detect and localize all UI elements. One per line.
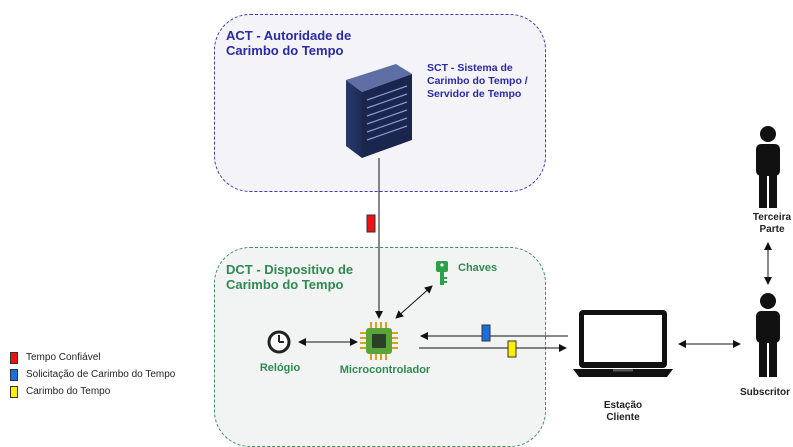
server-tower-icon <box>346 64 412 158</box>
timestamp-token <box>507 340 517 358</box>
legend-label: Carimbo do Tempo <box>26 386 111 397</box>
diagram-canvas <box>267 64 780 377</box>
act-title: ACT - Autoridade de Carimbo do Tempo <box>226 28 352 58</box>
request-token <box>481 324 491 342</box>
microcontroller-label: Microcontrolador <box>339 364 431 376</box>
legend-item-request: Solicitação de Carimbo do Tempo <box>10 368 175 381</box>
legend-swatch-blue <box>10 368 18 381</box>
dct-title: DCT - Dispositivo de Carimbo do Tempo <box>226 262 354 292</box>
third-party-person-icon <box>756 126 780 208</box>
clock-icon <box>267 330 291 354</box>
micro-keys-arrow <box>395 285 433 319</box>
microcontroller-chip-icon <box>360 322 398 360</box>
third-party-label: Terceira Parte <box>752 212 792 235</box>
legend-swatch-yellow <box>10 385 18 398</box>
legend-item-timestamp: Carimbo do Tempo <box>10 385 110 398</box>
legend-item-trusted-time: Tempo Confiável <box>10 351 100 364</box>
legend-label: Tempo Confiável <box>26 352 101 363</box>
sct-label: SCT - Sistema de Carimbo do Tempo / Serv… <box>427 62 528 100</box>
client-station-label: Estação Cliente <box>603 400 643 423</box>
subscriber-label: Subscritor <box>740 387 791 398</box>
laptop-icon <box>573 310 673 377</box>
clock-label: Relógio <box>259 362 301 374</box>
keys-label: Chaves <box>458 262 498 274</box>
legend-label: Solicitação de Carimbo do Tempo <box>26 369 176 380</box>
legend-swatch-red <box>10 351 18 364</box>
trusted-time-token <box>366 214 376 233</box>
subscriber-person-icon <box>756 293 780 377</box>
key-icon <box>436 261 448 285</box>
